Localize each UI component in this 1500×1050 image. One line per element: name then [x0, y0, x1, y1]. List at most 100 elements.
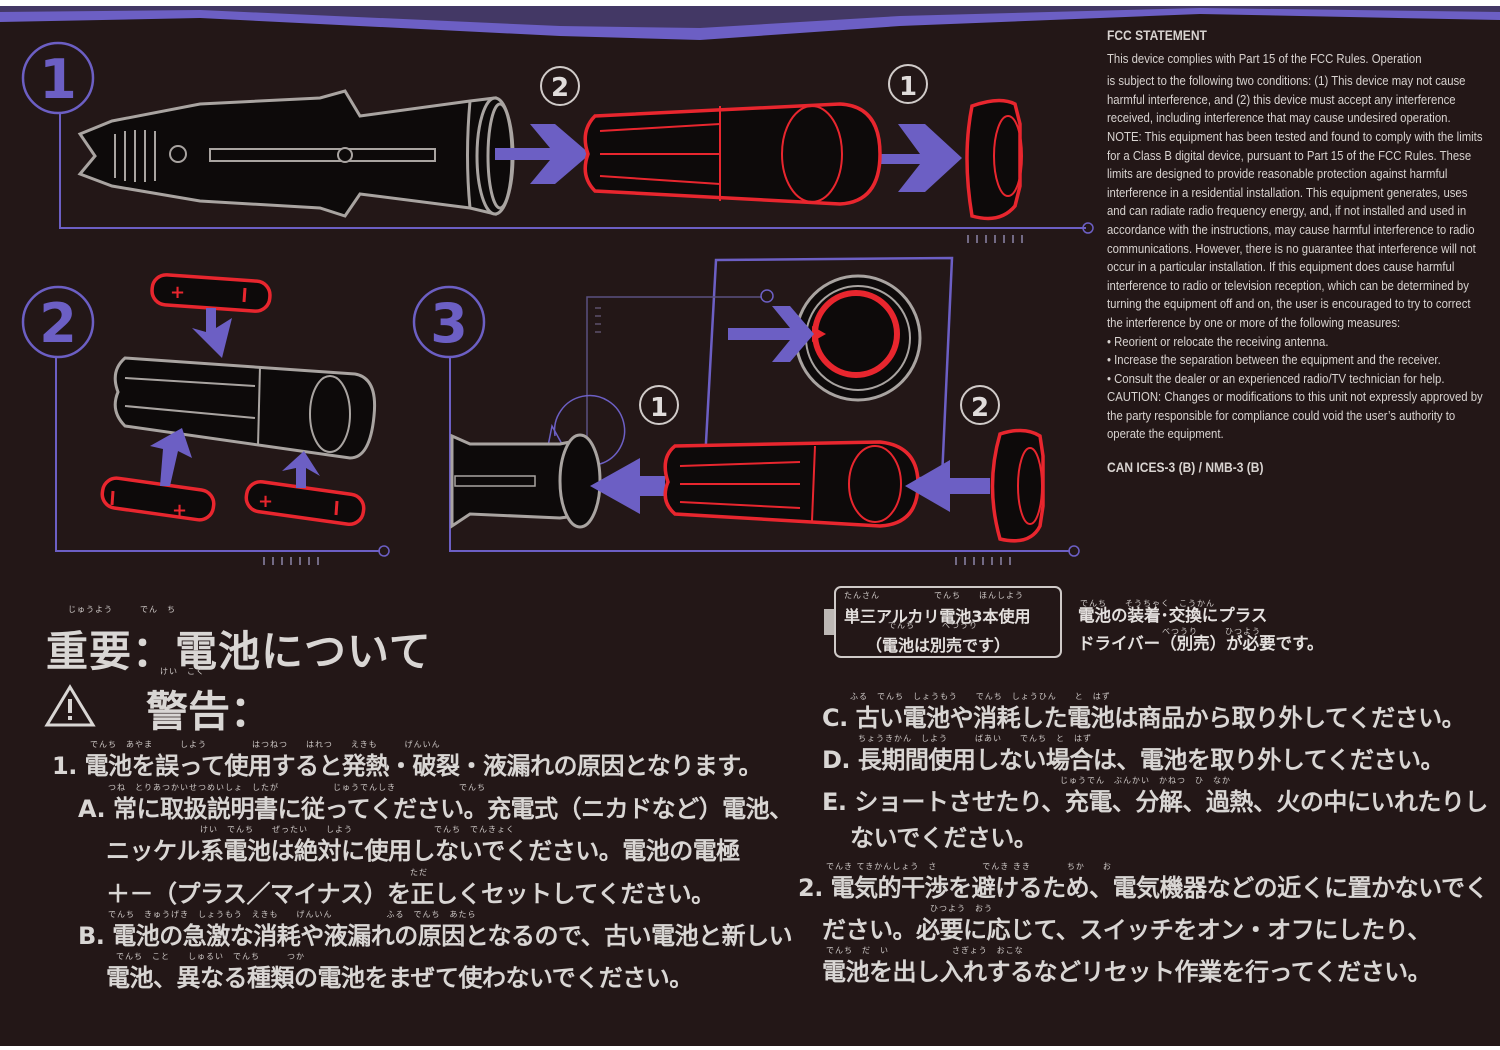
battery-pack-illustration: [583, 102, 882, 206]
substep-badge: [888, 64, 928, 104]
frame-end-node: [1082, 222, 1094, 234]
arrow-down-icon: [192, 308, 232, 358]
plus-mark: +: [172, 500, 187, 521]
fcc-paragraph: NOTE: This equipment has been tested and…: [1107, 128, 1483, 330]
furigana: つね とりあつかいせつめいしょ したが じゅうでんしき でんち: [108, 783, 486, 792]
furigana: でんち そうちゃく こうかん: [1080, 599, 1215, 608]
warning-item-2-cont: 電池を出し入れするなどリセット作業を行ってください。: [822, 958, 1432, 986]
step-1-number: 1: [39, 48, 77, 111]
aa-battery: +: [150, 273, 272, 313]
arrow-up-icon: [282, 451, 320, 488]
warning-item-e: E. ショートさせたり、充電、分解、過熱、火の中にいれたりし: [822, 788, 1488, 816]
battery-requirement-line2: （電池は別売です）: [866, 636, 1011, 655]
step-2-panel: 2 + +: [21, 273, 390, 565]
plus-mark: +: [170, 282, 185, 303]
warning-item-a-cont: ＋－（プラス／マイナス）を正しくセットしてください。: [106, 880, 715, 908]
screwdriver-note-line2: ドライバー（別売）が必要です。: [1078, 634, 1324, 653]
tick-marks: [955, 557, 1011, 565]
arrow-right-icon: [728, 306, 814, 362]
furigana: ひつよう おう: [930, 904, 993, 913]
alignment-notch: [812, 326, 826, 342]
furigana: じゅうよう でん ち: [68, 605, 176, 614]
inset-leader-line: [586, 296, 762, 476]
heading-warning: 警告：: [146, 687, 273, 736]
warning-item-a-cont: ニッケル系電池は絶対に使用しないでください。電池の電極: [106, 837, 740, 865]
furigana: ふる でんち しょうもう でんち しょうひん と はず: [850, 692, 1111, 701]
substep-badge: [639, 385, 679, 425]
warning-item-c: C. 古い電池や消耗した電池は商品から取り外してください。: [822, 704, 1466, 732]
fcc-bullet: • Reorient or relocate the receiving ant…: [1107, 333, 1329, 349]
fcc-bullet: • Increase the separation between the eq…: [1107, 352, 1441, 368]
furigana: たんさん でんち ほんしよう: [844, 591, 1024, 600]
warning-item-2: 2. 電気的干渉を避けるため、電気機器などの近くに置かないでく: [798, 874, 1488, 902]
warning-item-b: B. 電池の急激な消耗や液漏れの原因となるので、古い電池と新しい: [78, 922, 793, 950]
fcc-paragraph: is subject to the following two conditio…: [1107, 73, 1466, 126]
step-3-number: 3: [430, 292, 468, 355]
furigana: けい こく: [160, 667, 205, 676]
tick-marks: [595, 307, 601, 333]
substep-badge: [960, 385, 1000, 425]
furigana: でんち だ い さぎょう おこな: [826, 946, 1024, 955]
furigana: でんち こと しゅるい でんち つか: [116, 952, 305, 961]
step-1-substep-b: 1: [899, 72, 917, 102]
battery-requirement-box: たんさん でんち ほんしよう 単三アルカリ電池3本使用 でんち べつうり （電池…: [834, 586, 1062, 658]
instruction-sheet: 1 2 1: [0, 6, 1500, 1046]
furigana: ただ: [410, 868, 428, 877]
step-3-badge: [412, 285, 486, 359]
step-2-number: 2: [39, 292, 77, 355]
step-1-frame-line: [59, 113, 1086, 229]
fcc-bullet: • Consult the dealer or an experienced r…: [1107, 370, 1445, 386]
step-3-substep-a: 1: [650, 393, 668, 423]
battery-pack-illustration: [663, 440, 920, 528]
warning-triangle-icon: [44, 684, 96, 727]
frame-end-node: [1068, 545, 1080, 557]
furigana: けい でんち ぜったい しよう でんち でんきょく: [200, 825, 515, 834]
warning-item-e-cont: ないでください。: [850, 824, 1038, 852]
plus-mark: +: [258, 491, 273, 512]
furigana: でんち べつうり: [888, 621, 978, 630]
step-3-frame-line: [449, 358, 1070, 552]
furigana: じゅうでん ぶんかい かねつ ひ なか: [1060, 776, 1231, 785]
end-cap-illustration: [990, 428, 1045, 543]
inset-node: [760, 289, 774, 303]
frame-end-node: [378, 545, 390, 557]
tick-marks: [263, 557, 319, 565]
warning-item-d: D. 長期間使用しない場合は、電池を取り外してください。: [822, 746, 1444, 774]
warning-item-b-cont: 電池、異なる種類の電池をまぜて使わないでください。: [106, 964, 693, 992]
arrow-left-icon: [590, 458, 665, 514]
tick-marks: [967, 235, 1023, 243]
heading-important-batteries: 重要：電池について: [46, 627, 432, 676]
battery-installation-diagram: 1 2 1: [21, 41, 1094, 565]
aa-battery: +: [244, 479, 366, 527]
step-2-frame-line: [55, 358, 380, 552]
warning-item-a: A. 常に取扱説明書に従ってください。充電式（ニカドなど）電池、: [78, 795, 793, 823]
fcc-caution: CAUTION: Changes or modifications to thi…: [1107, 389, 1483, 442]
step-1-panel: 1 2 1: [21, 41, 1094, 243]
arrow-up-icon: [150, 428, 192, 486]
fcc-statement: FCC STATEMENT This device complies with …: [1107, 26, 1485, 477]
furigana: でんち きゅうげき しょうもう えきも げんいん ふる でんち あたら: [108, 910, 477, 919]
step-2-badge: [21, 285, 95, 359]
warning-item-1: 1. 電池を誤って使用すると発熱・破裂・液漏れの原因となります。: [52, 752, 762, 780]
top-accent-band: [0, 6, 1500, 40]
step-1-substep-a: 2: [551, 73, 569, 103]
hilt-illustration: [77, 89, 515, 218]
battery-box-terminal: [824, 609, 834, 635]
step-3-substep-b: 2: [971, 393, 989, 423]
furigana: でんち あやま しよう はつねつ はれつ えきも げんいん: [90, 740, 441, 749]
step-3-panel: 3 1 2: [412, 256, 1080, 565]
aa-battery: +: [100, 476, 216, 522]
furigana: でんき てきかんしょう さ でんき きき ちか お: [826, 862, 1112, 871]
arrow-right-icon: [840, 124, 962, 192]
arrow-right-icon: [495, 124, 590, 184]
screwdriver-note: でんち そうちゃく こうかん 電池の装着･交換にプラス べつうり ひつよう ドラ…: [1078, 599, 1324, 658]
end-cap-illustration: [965, 98, 1023, 221]
battery-pack-open-illustration: [113, 356, 377, 460]
screwdriver-note-line1: 電池の装着･交換にプラス: [1078, 606, 1268, 625]
furigana: べつうり ひつよう: [1162, 627, 1261, 636]
accent-stripe-shadow: [0, 6, 1500, 28]
warning-item-2-cont: ださい。必要に応じて、スイッチをオン・オフにしたり、: [822, 916, 1431, 944]
step-1-badge: [21, 41, 95, 115]
rotate-icon: [553, 394, 626, 465]
can-ices-label: CAN ICES-3 (B) / NMB-3 (B): [1107, 459, 1264, 476]
